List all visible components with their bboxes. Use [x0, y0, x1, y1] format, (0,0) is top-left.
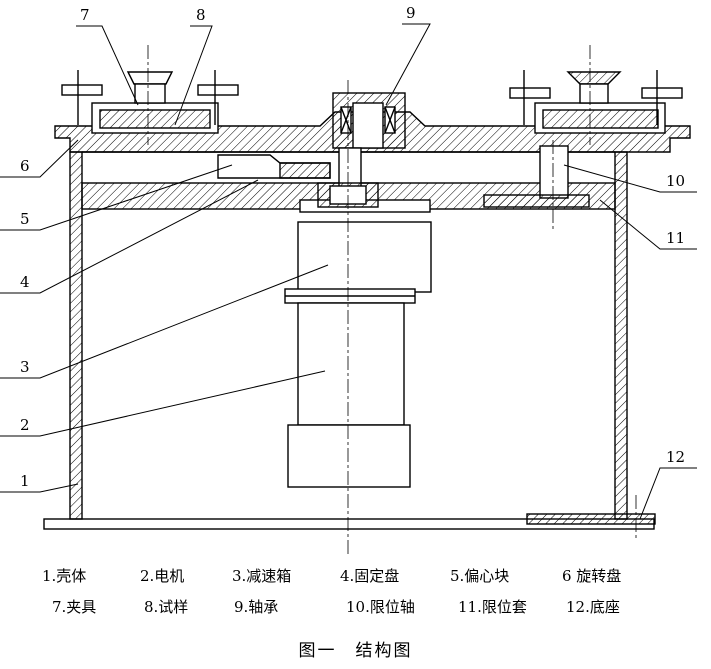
legend-item-12: 12.底座 [566, 598, 620, 616]
leader-8 [174, 25, 213, 126]
leader-5 [0, 164, 233, 231]
callout-10: 10 [666, 172, 685, 190]
callout-12: 12 [666, 448, 685, 466]
limit-shaft [539, 145, 569, 199]
callout-8: 8 [196, 6, 206, 24]
housing-left-wall [69, 151, 83, 520]
motor-body [297, 302, 405, 426]
gearbox [297, 221, 432, 293]
leader-11 [599, 199, 697, 250]
callout-1: 1 [20, 472, 30, 490]
legend-item-3: 3.减速箱 [232, 567, 292, 585]
leader-1 [0, 483, 79, 493]
legend-item-7: 7.夹具 [52, 598, 97, 616]
leader-10 [563, 164, 697, 193]
legend-item-2: 2.电机 [140, 567, 185, 585]
callout-9: 9 [406, 4, 416, 22]
legend-item-8: 8.试样 [144, 598, 189, 616]
callout-5: 5 [20, 210, 30, 228]
leader-2 [0, 370, 326, 437]
leader-12 [639, 467, 697, 520]
limit-sleeve [483, 194, 590, 208]
figure-caption: 图一 结构图 [298, 641, 413, 661]
callout-3: 3 [20, 358, 30, 376]
leader-9 [385, 23, 431, 106]
legend-item-10: 10.限位轴 [346, 598, 415, 616]
motor-base [287, 424, 411, 488]
leader-3 [0, 264, 329, 379]
callout-2: 2 [20, 416, 30, 434]
callout-7: 7 [80, 6, 90, 24]
leader-7 [76, 25, 139, 106]
callout-4: 4 [20, 273, 30, 291]
legend-item-5: 5.偏心块 [450, 567, 510, 585]
sample-right [542, 109, 659, 129]
legend-item-6: 6 旋转盘 [562, 567, 622, 585]
leader-4 [0, 179, 259, 294]
legend-item-4: 4.固定盘 [340, 567, 400, 585]
sample-left [99, 109, 211, 129]
legend-item-9: 9.轴承 [234, 598, 279, 616]
legend-item-11: 11.限位套 [458, 598, 527, 616]
legend-item-1: 1.壳体 [42, 567, 87, 585]
callout-11: 11 [666, 229, 685, 247]
callout-6: 6 [20, 157, 30, 175]
leader-6 [0, 139, 79, 178]
base-hatch [526, 513, 656, 525]
housing-right-wall [614, 151, 628, 520]
